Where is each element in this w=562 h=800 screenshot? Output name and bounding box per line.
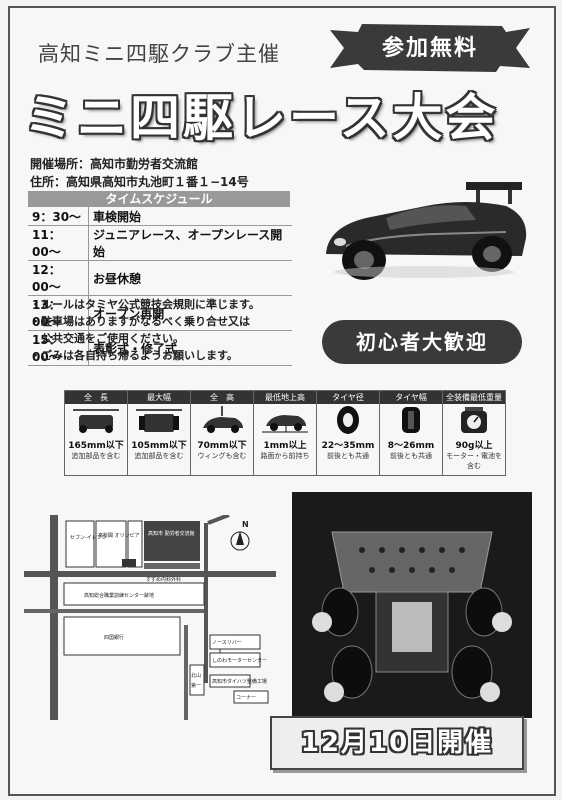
regulation-value: 165mm以下 [68,441,124,451]
regulation-note: 追加部品を含む [71,452,121,460]
map-label-sumai: すずめ内科外科 [146,576,181,583]
regulation-title: 全 高 [191,391,253,404]
schedule-event: 表彰式・修了式 [88,330,292,366]
tire-diameter-icon [317,404,379,436]
map-label-seven: セブン-イレブン [70,534,107,541]
schedule-time: 15：00〜 [28,330,89,366]
map-label-corner: コーナー [236,695,256,701]
regulation-clearance: 最低地上高 1mm以上 路面から前持ち [254,391,317,475]
regulation-title: 全 長 [65,391,127,404]
north-arrow-icon [230,531,250,551]
regulation-note: 前後とも共通 [390,452,432,460]
event-title: ミニ四駆レース大会 [24,89,499,147]
note-item: ・駐車場はありますがなるべく乗り合せ又は [30,315,250,328]
north-label: N [242,520,249,529]
regulations-panel: 全 長 165mm以下 追加部品を含む 最大幅 105mm以下 追加部品を含む … [64,390,506,476]
tire-width-icon [380,404,442,436]
map-label-motor: しのわモーターセンター [212,657,267,664]
regulation-note: 路面から前持ち [260,452,310,460]
schedule-time: 11：00〜 [28,225,89,261]
venue-address: 住所：高知県高知市丸池町１番１−14号 [30,175,249,189]
regulation-note: 追加部品を含む [134,452,184,460]
schedule-row: 13：00〜オープン再開 [28,295,292,331]
schedule-event: ジュニアレース、オープンレース開始 [88,225,292,261]
regulation-value: 105mm以下 [131,441,187,451]
organizer-text: 高知ミニ四駆クラブ主催 [38,42,280,66]
badge-shape [330,24,530,72]
map-label-olympic: 高新閣 オリンピア [98,532,140,539]
schedule-table: 9：30〜車検開始 11：00〜ジュニアレース、オープンレース開始 12：00〜… [28,207,292,366]
notes-list: ・ルールはタミヤ公式競技会規則に準じます。 ・駐車場はありますがなるべく乗り合せ… [30,296,260,364]
map-label-center: 高知総合職業訓練センター跡地 [84,592,154,599]
regulation-tire-diameter: タイヤ径 22〜35mm 前後とも共通 [317,391,380,475]
map-label-kaikan: 高知市 勤労者交流館 [148,530,195,537]
note-item: 公共交通をご使用ください。 [30,332,184,345]
regulation-title: 最大幅 [128,391,190,404]
regulation-value: 90g以上 [455,441,493,451]
schedule-event: オープン再開 [88,295,292,331]
schedule-row: 15：00〜表彰式・修了式 [28,330,292,366]
map-label-daiichi: 第一 [191,682,201,689]
map-label-north-river: ノースリバー [212,640,242,646]
regulation-title: 全装備最低重量 [443,391,505,404]
height-icon [191,404,253,436]
regulation-note: 前後とも共通 [327,452,369,460]
regulation-title: タイヤ幅 [380,391,442,404]
map-label-bank: 四国銀行 [104,634,124,641]
regulation-note: ウィングも含む [197,452,247,460]
map-label-shop: 高知市ダイハツ整備工場 [212,678,267,685]
note-item: ・ルールはタミヤ公式競技会規則に準じます。 [30,298,260,311]
schedule-time: 12：00〜 [28,260,89,296]
schedule-event: 車検開始 [88,207,292,226]
regulation-title: タイヤ径 [317,391,379,404]
regulation-value: 22〜35mm [321,441,375,451]
chassis-photo [292,492,532,718]
regulation-title: 最低地上高 [254,391,316,404]
length-icon [65,404,127,436]
schedule-row: 9：30〜車検開始 [28,207,292,226]
free-entry-label: 参加無料 [381,36,478,61]
venue-place: 開催場所：高知市勤労者交流館 [30,157,199,171]
clearance-icon [254,404,316,436]
schedule-event: お昼休憩 [88,260,292,296]
scale-icon [443,404,505,436]
regulation-height: 全 高 70mm以下 ウィングも含む [191,391,254,475]
regulation-value: 1mm以上 [263,441,307,451]
regulation-weight: 全装備最低重量 90g以上 モーター・電池を含む [443,391,505,475]
map-label-kitayama: 北山 [191,672,201,679]
regulation-value: 70mm以下 [197,441,247,451]
beginners-welcome-badge: 初心者大歓迎 [322,320,522,364]
note-item: ・ごみは各自持ち帰るようお願いします。 [30,349,238,362]
regulation-note: モーター・電池を含む [446,452,502,470]
regulation-value: 8〜26mm [387,441,435,451]
regulation-tire-width: タイヤ幅 8〜26mm 前後とも共通 [380,391,443,475]
schedule-row: 11：00〜ジュニアレース、オープンレース開始 [28,225,292,261]
race-car-photo [316,176,532,288]
schedule-header: タイムスケジュール [28,191,290,207]
schedule-time: 13：00〜 [28,295,89,331]
event-date: 12月10日開催 [300,728,494,758]
regulation-length: 全 長 165mm以下 追加部品を含む [65,391,128,475]
free-entry-badge: 参加無料 [330,24,530,72]
width-icon [128,404,190,436]
access-map: N セブン-イレブン 高新閣 オリンピア 高知市 勤労者交流館 すずめ内科外科 … [24,513,276,720]
regulation-width: 最大幅 105mm以下 追加部品を含む [128,391,191,475]
schedule-row: 12：00〜お昼休憩 [28,260,292,296]
schedule-time: 9：30〜 [28,207,89,226]
event-date-box: 12月10日開催 [270,716,524,770]
